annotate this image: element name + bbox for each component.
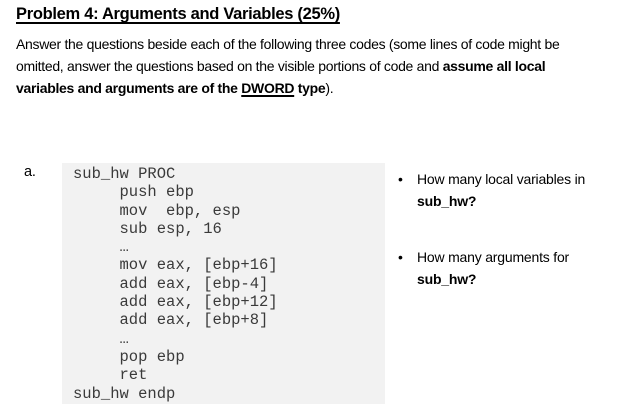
question-item-arguments: • How many arguments for sub_hw?: [398, 247, 616, 290]
question-text-normal: How many arguments for: [417, 249, 569, 265]
section-label-a: a.: [24, 164, 36, 180]
question-list: • How many local variables in sub_hw? • …: [398, 169, 616, 325]
bullet-icon: •: [398, 171, 403, 187]
question-text: How many local variables in sub_hw?: [417, 169, 585, 212]
problem-title: Problem 4: Arguments and Variables (25%): [16, 5, 340, 23]
intro-paragraph: Answer the questions beside each of the …: [16, 33, 620, 99]
question-text: How many arguments for sub_hw?: [417, 247, 569, 290]
intro-text-bold-1: assume all local variables and arguments…: [16, 58, 546, 96]
assembly-code-block: sub_hw PROC push ebp mov ebp, esp sub es…: [62, 163, 385, 404]
intro-text-bold-2: type: [294, 80, 326, 96]
intro-text-normal-2: ).: [325, 80, 334, 96]
question-text-emphasis: sub_hw?: [417, 270, 477, 287]
bullet-icon: •: [398, 249, 403, 265]
question-text-emphasis: sub_hw?: [417, 192, 477, 209]
assembly-code-listing: sub_hw PROC push ebp mov ebp, esp sub es…: [73, 165, 278, 403]
question-text-normal: How many local variables in: [417, 171, 586, 187]
intro-text-dword: DWORD: [241, 80, 295, 96]
question-item-local-variables: • How many local variables in sub_hw?: [398, 169, 616, 212]
intro-text-normal-1: Answer the questions beside each of the …: [16, 36, 560, 74]
